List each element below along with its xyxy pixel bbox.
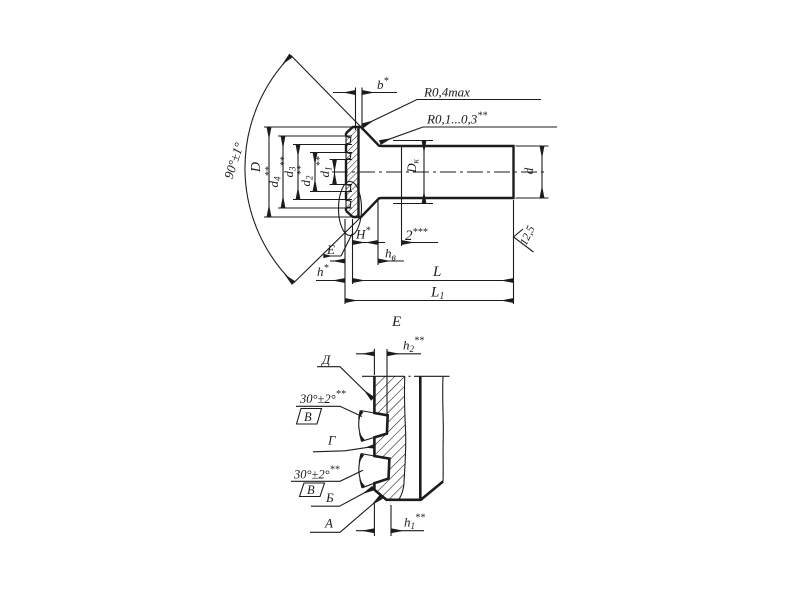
surface-g-label: Г (327, 433, 336, 448)
L1-label: L1 (430, 285, 444, 303)
dimension-d4: d4** (264, 135, 352, 209)
L-label: L (432, 264, 441, 280)
radius-head-label: R0,4max (423, 85, 470, 100)
dimension-groove-angle-lower: 30°±2°** В (291, 453, 375, 498)
leader-surface-b: Б (311, 485, 375, 507)
leader-surface-g: Г (312, 433, 375, 453)
detail-callout-E: E (323, 180, 363, 259)
dimension-h-and-L: h* L (316, 200, 515, 304)
surface-a-label: А (324, 516, 333, 531)
dimension-D: D (249, 126, 356, 218)
hv-label: hв (385, 246, 397, 264)
leader-radius-fillet: R0,1...0,3** (378, 111, 557, 145)
detail-head-profile (373, 376, 444, 502)
d2-label: d2** (296, 166, 315, 187)
dimension-d3: d3** (279, 143, 352, 201)
dimension-groove-angle-upper: 30°±2°** В (295, 389, 375, 442)
leader-radius-head: R0,4max (361, 85, 541, 129)
h1-label: h1** (404, 513, 425, 532)
dimension-d: d (515, 145, 549, 199)
dimension-chamfer: 2*** (400, 146, 438, 246)
dimension-b: b* (333, 76, 397, 130)
d4-label: d4** (264, 167, 283, 188)
d1-label: d1** (315, 157, 334, 178)
radius-fillet-label: R0,1...0,3** (426, 111, 487, 127)
datum-upper-label: В (304, 410, 312, 424)
datum-lower-label: В (307, 483, 315, 497)
detail-ref-label: E (326, 242, 335, 257)
groove-angle-upper-label: 30°±2°** (299, 389, 346, 406)
dimension-hv: hв (330, 246, 404, 264)
dimension-H: H* (351, 199, 385, 284)
dimension-L1: L1 (344, 285, 514, 303)
d-label: d (521, 167, 536, 174)
leader-surface-a: А (310, 494, 383, 533)
h-label: h* (317, 263, 329, 279)
b-label: b* (377, 76, 389, 92)
H-label: H* (355, 226, 370, 242)
detail-title: E (391, 314, 401, 330)
detail-view-e: E h2** h1** (291, 314, 450, 536)
detail-section-hatch (374, 376, 406, 500)
detail-break-line-right (442, 376, 444, 482)
d3-label: d3** (279, 157, 298, 178)
head-face-grooves (345, 135, 352, 209)
surface-b-label: Б (325, 490, 334, 505)
dimension-d1: d1** (315, 157, 352, 186)
detail-break-line-left (398, 376, 407, 501)
rivet-outline (344, 125, 515, 219)
groove-angle-lower-label: 30°±2°** (293, 465, 340, 482)
leader-surface-d: Д (317, 352, 375, 401)
dimension-h2: h2** (356, 336, 424, 415)
dimension-d2: d2** (296, 151, 352, 193)
chamfer-label: 2*** (405, 227, 428, 244)
D-label: D (249, 162, 264, 173)
h2-label: h2** (403, 336, 424, 355)
dimension-h1: h1** (356, 502, 425, 536)
head-section-hatch (346, 127, 359, 217)
surface-d-label: Д (320, 352, 331, 367)
Dk-label: Dк (404, 158, 421, 173)
dimension-Dk: Dк (393, 139, 433, 205)
